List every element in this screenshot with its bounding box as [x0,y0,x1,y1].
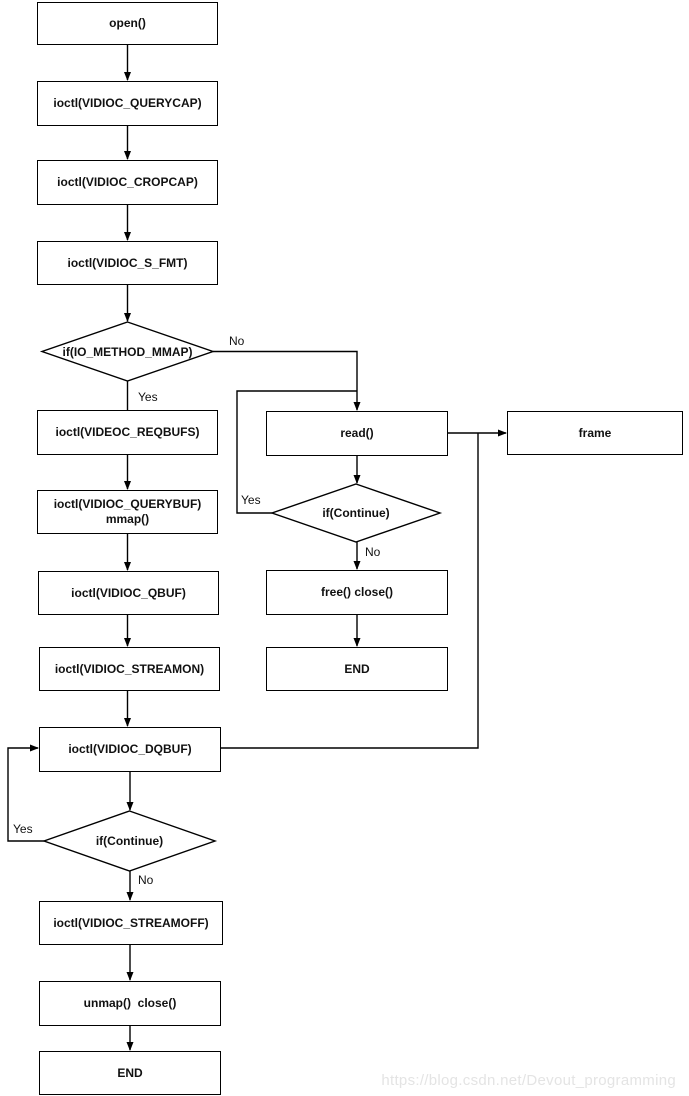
node-querybuf-line2: mmap() [105,512,150,526]
edge-label-continue-left-no: No [138,873,154,887]
node-ioctl-vidioc-dqbuf: ioctl(VIDIOC_DQBUF) [39,727,221,772]
node-end-left: END [39,1051,221,1095]
node-frame: frame [507,411,683,455]
decision-continue-right-shape [269,483,443,543]
node-ioctl-vidioc-s-fmt: ioctl(VIDIOC_S_FMT) [37,241,218,285]
decision-continue-left-shape [41,810,218,872]
node-ioctl-vidioc-streamoff: ioctl(VIDIOC_STREAMOFF) [39,901,223,945]
node-ioctl-vidioc-streamon: ioctl(VIDIOC_STREAMON) [39,647,220,691]
decision-io-method-mmap-shape [39,321,216,382]
node-ioctl-videoc-reqbufs: ioctl(VIDEOC_REQBUFS) [37,410,218,455]
node-ioctl-vidioc-querycap: ioctl(VIDIOC_QUERYCAP) [37,81,218,126]
node-read: read() [266,411,448,456]
edge-label-continue-left-yes: Yes [13,822,33,836]
node-querybuf-line1: ioctl(VIDIOC_QUERYBUF) [53,497,202,511]
edge-continueright-yes-loop-read [236,390,357,514]
node-ioctl-vidioc-cropcap: ioctl(VIDIOC_CROPCAP) [37,160,218,205]
edge-mmapdecision-no-read [213,350,361,411]
node-end-right: END [266,647,448,691]
edge-continueleft-yes-loop-dqbuf [7,744,44,842]
edge-label-mmap-yes: Yes [138,390,158,404]
edge-dqbuf-frame [221,433,479,749]
node-ioctl-vidioc-qbuf: ioctl(VIDIOC_QBUF) [38,571,219,615]
node-unmap-close: unmap() close() [39,981,221,1026]
node-free-close: free() close() [266,570,448,615]
node-open: open() [37,2,218,45]
watermark-url: https://blog.csdn.net/Devout_programming [381,1072,676,1089]
edge-label-continue-right-no: No [365,545,381,559]
edge-label-mmap-no: No [229,334,245,348]
edge-label-continue-right-yes: Yes [241,493,261,507]
node-ioctl-vidioc-querybuf-mmap: ioctl(VIDIOC_QUERYBUF) mmap() [37,490,218,534]
